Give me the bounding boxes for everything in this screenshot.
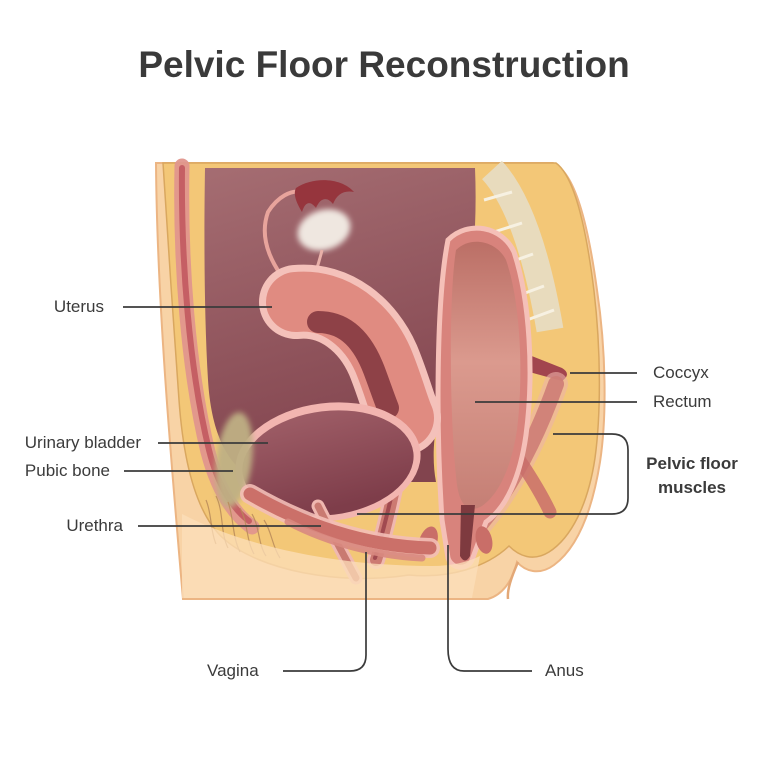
- pubic-bone-shape: [215, 412, 253, 508]
- label-urethra: Urethra: [66, 516, 123, 535]
- vagina-line: [283, 552, 367, 672]
- perineal-muscle-right: [475, 526, 493, 554]
- label-vagina: Vagina: [207, 661, 259, 680]
- fimbriae: [294, 180, 354, 212]
- leader-lines: [123, 306, 637, 672]
- label-pelvic-floor-muscles: Pelvic floor muscles: [636, 452, 748, 500]
- pelvic-floor-band-2: [284, 518, 426, 562]
- sacrum-bone: [481, 160, 564, 333]
- anal-canal: [460, 505, 475, 561]
- gluteal-fold: [506, 561, 520, 600]
- label-pelvic-floor-muscles-line2: muscles: [657, 478, 727, 497]
- label-coccyx: Coccyx: [653, 363, 709, 382]
- label-pelvic-floor-muscles-line1: Pelvic floor: [646, 454, 738, 473]
- rectum-interior: [450, 241, 521, 509]
- thigh-skin-light: [182, 514, 480, 598]
- label-rectum: Rectum: [653, 392, 712, 411]
- label-uterus: Uterus: [53, 297, 104, 316]
- pelvic-floor-band: [243, 487, 437, 555]
- anus-line: [447, 545, 532, 672]
- bladder-interior: [242, 410, 414, 516]
- page-title: Pelvic Floor Reconstruction: [138, 44, 630, 85]
- label-pubic-bone: Pubic bone: [24, 461, 110, 480]
- pelvic-floor-bracket: [357, 433, 629, 515]
- label-anus: Anus: [545, 661, 584, 680]
- ovary: [297, 209, 351, 251]
- label-urinary-bladder: Urinary bladder: [24, 433, 141, 452]
- uterine-cavity: [307, 311, 399, 419]
- uterus-body: [266, 271, 434, 448]
